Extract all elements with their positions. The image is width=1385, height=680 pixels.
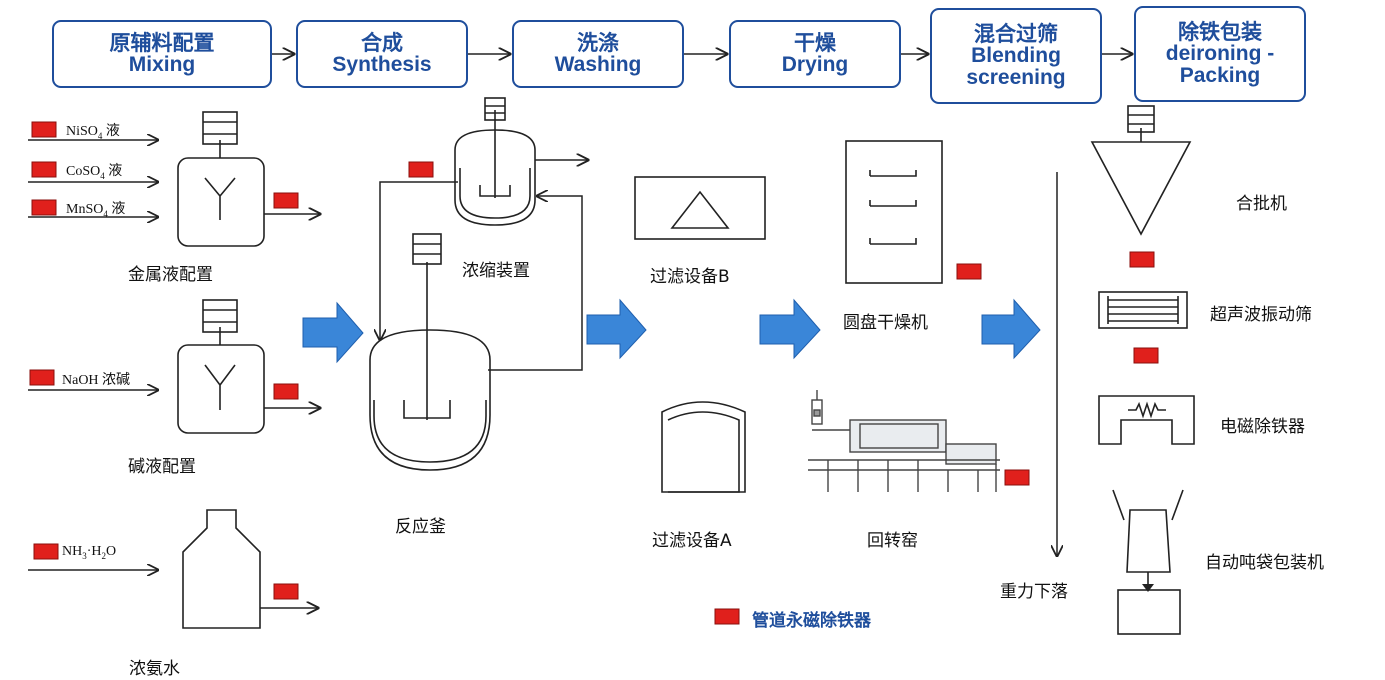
label-ammonia: 浓氨水 <box>129 659 180 679</box>
auto-bagging-machine <box>1112 489 1184 635</box>
magnet-batch-mixer <box>1129 251 1155 268</box>
concentrator-vessel <box>454 97 588 226</box>
flow-arrow-4 <box>981 298 1041 360</box>
label-electromagnetic-deironer: 电磁除铁器 <box>1220 417 1305 437</box>
label-metal-solution: 金属液配置 <box>128 265 213 285</box>
nh3-c: O <box>106 544 117 559</box>
alkali-tank <box>177 299 320 434</box>
label-filter-a: 过滤设备A <box>652 531 732 551</box>
label-ultrasonic-sieve: 超声波振动筛 <box>1210 305 1312 325</box>
label-filter-b: 过滤设备B <box>650 267 730 287</box>
magnet-mnso4 <box>31 199 57 216</box>
stage-washing-cn: 洗涤 <box>577 31 619 55</box>
stage-packing-cn: 除铁包装 <box>1178 20 1262 44</box>
magnet-ammonia-out <box>273 583 299 600</box>
stage-drying-en: Drying <box>781 53 849 76</box>
magnet-niso4 <box>31 121 57 138</box>
nh3-b: ·H <box>86 544 102 559</box>
reactor-concentrator-loop <box>380 181 583 371</box>
mnso4-suffix: 液 <box>107 202 126 217</box>
label-gravity-drop: 重力下落 <box>1000 582 1068 602</box>
ammonia-bottle <box>182 509 318 629</box>
magnet-disc-dryer <box>956 263 982 280</box>
filter-a <box>661 401 746 493</box>
stage-packing-en: deironing -Packing <box>1165 42 1275 87</box>
flow-arrow-2 <box>586 298 647 360</box>
flow-arrow-1 <box>302 301 364 364</box>
magnet-metal-out <box>273 192 299 209</box>
stage-blending: 混合过筛 Blending screening <box>930 8 1102 104</box>
bagging-drop-arrowhead <box>1142 584 1154 592</box>
niso4-suffix: 液 <box>102 124 120 139</box>
stage-blending-cn: 混合过筛 <box>974 22 1058 46</box>
metal-solution-tank <box>177 111 320 247</box>
label-batch-mixer: 合批机 <box>1236 194 1287 214</box>
label-concentrator: 浓缩装置 <box>462 261 530 281</box>
filter-b <box>634 176 766 240</box>
mnso4-sub: 4 <box>103 208 108 219</box>
label-alkali-solution: 碱液配置 <box>128 457 196 477</box>
nh3-sub: 3 <box>82 550 87 561</box>
coso4-sub: 4 <box>100 170 105 181</box>
label-coso4: CoSO4 液 <box>66 160 122 181</box>
label-naoh: NaOH 浓碱 <box>62 373 131 388</box>
process-flow-arrows <box>302 298 1041 364</box>
stage-drying: 干燥 Drying <box>729 20 901 88</box>
magnet-concentrator <box>408 161 434 178</box>
nh3-sub2: 2 <box>101 550 107 561</box>
stage-drying-cn: 干燥 <box>794 31 836 55</box>
label-niso4: NiSO4 液 <box>66 120 120 141</box>
batch-mixer <box>1090 105 1192 236</box>
magnet-alkali-out <box>273 383 299 400</box>
pipeline-magnets <box>29 121 1159 625</box>
stage-synthesis-cn: 合成 <box>361 31 403 55</box>
magnet-coso4 <box>31 161 57 178</box>
stage-synthesis-en: Synthesis <box>332 53 432 76</box>
electromagnetic-deironer <box>1098 395 1195 445</box>
label-nh3: NH3·H2O <box>62 544 116 561</box>
label-rotary-kiln: 回转窑 <box>867 531 918 551</box>
coso4-main: CoSO <box>66 164 101 179</box>
magnet-nh3 <box>33 543 59 560</box>
legend-label: 管道永磁除铁器 <box>752 611 871 631</box>
mnso4-main: MnSO <box>66 202 104 217</box>
label-auto-bagging: 自动吨袋包装机 <box>1205 553 1324 573</box>
ultrasonic-sieve <box>1098 291 1188 329</box>
stage-mixing-cn: 原辅料配置 <box>109 31 215 55</box>
stage-mixing-en: Mixing <box>128 53 196 76</box>
nh3-a: NH <box>62 544 83 559</box>
coso4-suffix: 液 <box>104 164 123 179</box>
disc-dryer <box>845 140 943 284</box>
niso4-sub: 4 <box>97 130 103 141</box>
stage-washing: 洗涤 Washing <box>512 20 684 88</box>
niso4-main: NiSO <box>66 124 98 139</box>
flow-arrow-3 <box>759 298 821 360</box>
magnet-sieve <box>1133 347 1159 364</box>
reactor-vessel <box>369 233 491 471</box>
label-disc-dryer: 圆盘干燥机 <box>843 313 928 333</box>
stage-blending-en: Blending screening <box>966 44 1066 89</box>
label-mnso4: MnSO4 液 <box>66 198 125 219</box>
magnet-legend <box>714 608 740 625</box>
rotary-kiln <box>808 390 1000 492</box>
magnet-rotary-kiln <box>1004 469 1030 486</box>
label-reactor: 反应釜 <box>395 517 446 537</box>
stage-washing-en: Washing <box>554 53 642 76</box>
stage-synthesis: 合成 Synthesis <box>296 20 468 88</box>
stage-packing: 除铁包装 deironing -Packing <box>1134 6 1306 102</box>
magnet-naoh <box>29 369 55 386</box>
stage-mixing: 原辅料配置 Mixing <box>52 20 272 88</box>
